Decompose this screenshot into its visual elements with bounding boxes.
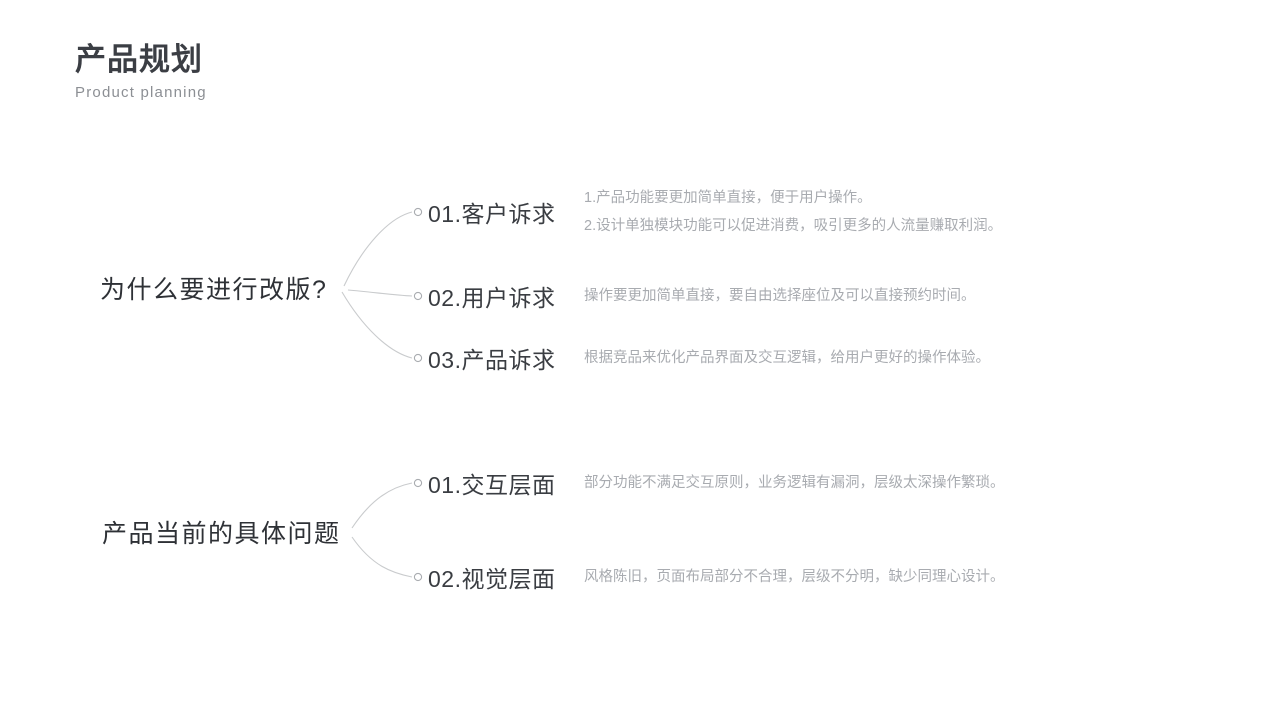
- desc-line: 操作要更加简单直接，要自由选择座位及可以直接预约时间。: [584, 288, 976, 304]
- branch-label-g2-b1: 01.交互层面: [428, 472, 556, 498]
- node-marker-g2-b2: [413, 572, 423, 582]
- connector-g2-b2: [351, 536, 413, 578]
- node-marker-g1-b2: [413, 291, 423, 301]
- node-marker-g2-b1: [413, 478, 423, 488]
- branch-desc-g1-b2: 操作要更加简单直接，要自由选择座位及可以直接预约时间。: [584, 282, 976, 310]
- connector-g1-b2: [347, 289, 413, 297]
- node-marker-g1-b3: [413, 353, 423, 363]
- connector-g1-b1: [343, 211, 413, 287]
- branch-desc-g1-b1: 1.产品功能要更加简单直接，便于用户操作。 2.设计单独模块功能可以促进消费，吸…: [584, 184, 1002, 240]
- branch-desc-g2-b1: 部分功能不满足交互原则，业务逻辑有漏洞，层级太深操作繁琐。: [584, 469, 1005, 497]
- desc-line: 部分功能不满足交互原则，业务逻辑有漏洞，层级太深操作繁琐。: [584, 475, 1005, 491]
- desc-line: 2.设计单独模块功能可以促进消费，吸引更多的人流量赚取利润。: [584, 218, 1003, 234]
- desc-line: 根据竞品来优化产品界面及交互逻辑，给用户更好的操作体验。: [584, 350, 990, 366]
- connector-g1-b3: [341, 291, 413, 359]
- branch-desc-g1-b3: 根据竞品来优化产品界面及交互逻辑，给用户更好的操作体验。: [584, 344, 990, 372]
- page-header: 产品规划 Product planning: [75, 42, 207, 101]
- branch-label-g1-b2: 02.用户诉求: [428, 285, 556, 311]
- connector-g2-b1: [351, 482, 413, 529]
- page-title: 产品规划: [75, 42, 203, 77]
- root-node-2: 产品当前的具体问题: [102, 520, 341, 548]
- branch-desc-g2-b2: 风格陈旧，页面布局部分不合理，层级不分明，缺少同理心设计。: [584, 563, 1005, 591]
- page-subtitle: Product planning: [75, 83, 207, 101]
- root-node-1: 为什么要进行改版?: [100, 276, 328, 304]
- node-marker-g1-b1: [413, 207, 423, 217]
- branch-label-g1-b1: 01.客户诉求: [428, 201, 556, 227]
- desc-line: 风格陈旧，页面布局部分不合理，层级不分明，缺少同理心设计。: [584, 569, 1005, 585]
- branch-label-g1-b3: 03.产品诉求: [428, 347, 556, 373]
- desc-line: 1.产品功能要更加简单直接，便于用户操作。: [584, 190, 872, 206]
- branch-label-g2-b2: 02.视觉层面: [428, 566, 556, 592]
